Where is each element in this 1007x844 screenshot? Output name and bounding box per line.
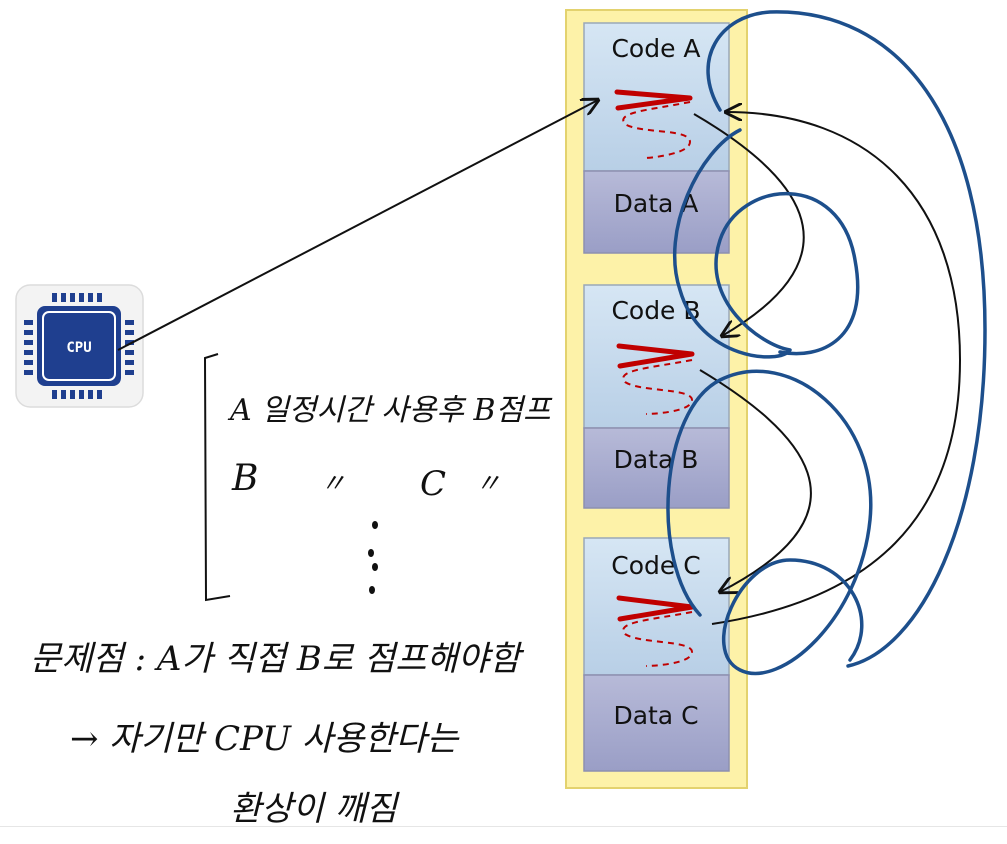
bottom-divider [0,826,1007,827]
red-arrow-b [616,343,695,369]
note-line-2-c: C [420,464,446,504]
memory-block-b: Code B Data B [583,284,730,509]
note-line-6: 환상이 깨짐 [230,789,400,829]
blue-hand-loops [666,10,987,676]
red-dashed-squiggle-a [622,101,692,159]
arrow-a-to-b [693,113,805,336]
note-line-2-ditto-end: 〃 [475,469,501,499]
cpu-label: CPU [66,340,91,356]
execution-marks-b [616,343,695,415]
cpu-icon: CPU [15,284,144,408]
code-c-label: Code C [611,551,700,580]
arrow-b-to-c [699,369,812,592]
note-problem: 문제점 : A가 직접 B로 점프해야함 [30,639,525,679]
blue-loop-upper [672,128,860,359]
execution-marks-a [614,89,693,159]
data-a-box [583,170,730,254]
note-line-2-b: B [231,458,258,499]
code-a-label: Code A [611,34,700,63]
data-b-box [583,427,730,509]
code-b-label: Code B [611,296,700,325]
note-line-1: A 일정시간 사용후 B점프 [227,393,553,428]
data-c-label: Data C [613,701,698,730]
note-line-2-ditto: 〃 [320,469,346,499]
code-b-box [583,284,730,429]
note-line-5: → 자기만 CPU 사용한다는 [70,719,460,759]
red-dashed-squiggle-b [622,359,694,415]
arrow-c-to-a [711,112,962,625]
blue-loop-large [706,10,987,668]
red-arrow-a [614,89,693,111]
blue-loop-lower [666,369,873,676]
code-c-box [583,537,730,676]
vertical-dots [368,521,378,594]
red-dashed-squiggle-c [622,611,694,667]
memory-block-c: Code C Data C [583,537,730,772]
hand-bracket [203,353,231,602]
data-b-label: Data B [614,445,699,474]
data-c-box [583,674,730,772]
cpu-to-code-a-arrow [117,100,598,351]
memory-block-a: Code A Data A [583,22,730,254]
